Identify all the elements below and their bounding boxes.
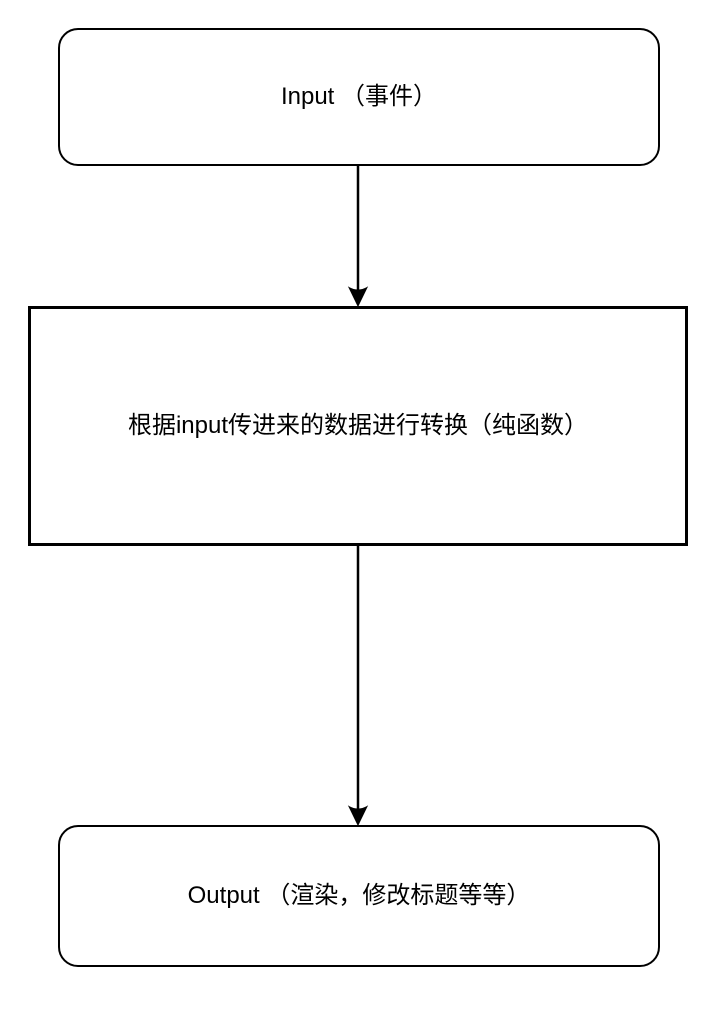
flowchart-node-input-label: Input （事件） — [280, 82, 438, 110]
arrowhead-down-icon — [347, 286, 369, 308]
flowchart-node-output: Output （渲染，修改标题等等） — [58, 825, 660, 967]
arrowhead-down-icon — [347, 805, 369, 827]
flowchart-node-output-label: Output （渲染，修改标题等等） — [187, 881, 531, 909]
edge-input-to-transform — [347, 166, 369, 308]
flowchart-node-input: Input （事件） — [58, 28, 660, 166]
flowchart-node-transform: 根据input传进来的数据进行转换（纯函数） — [28, 306, 688, 546]
edge-transform-to-output — [347, 546, 369, 827]
flowchart-node-transform-label: 根据input传进来的数据进行转换（纯函数） — [127, 411, 589, 439]
